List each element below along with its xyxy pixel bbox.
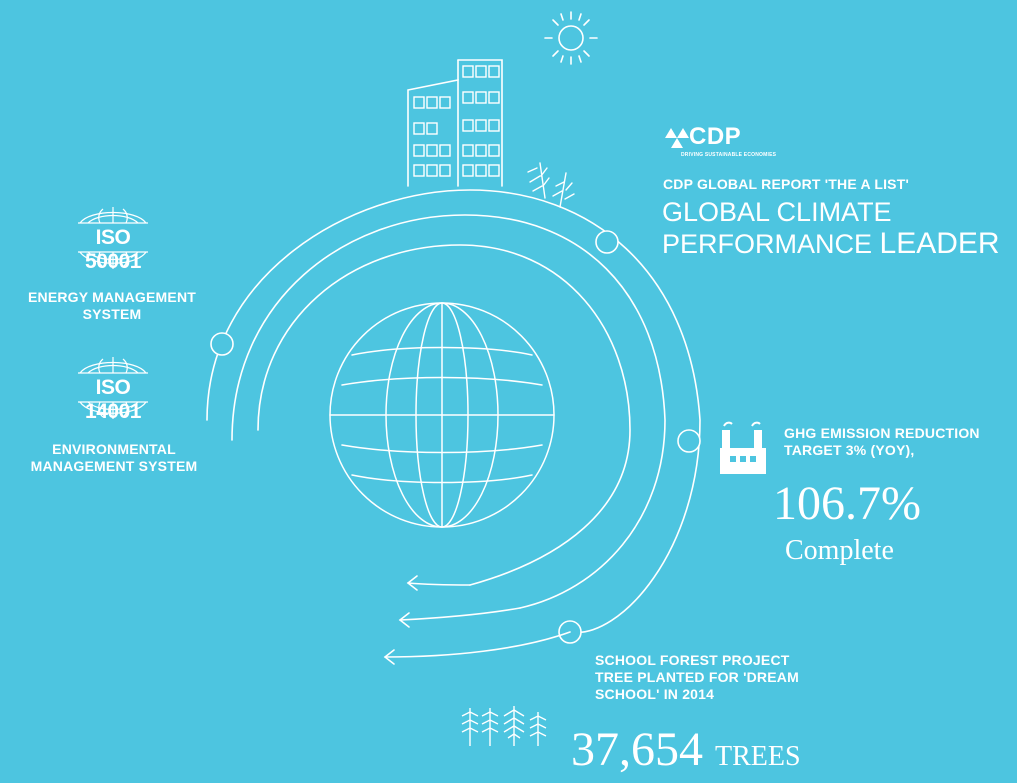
tree-icon-3 <box>503 706 525 746</box>
trees-icon <box>460 704 560 753</box>
iso-14001-badge: ISO 14001 <box>68 355 158 425</box>
forest-label-line2: TREE PLANTED FOR 'DREAM <box>595 669 799 685</box>
iso-14001-caption-line1: ENVIRONMENTAL <box>52 441 176 457</box>
cdp-report-label: CDP GLOBAL REPORT 'THE A LIST' <box>663 176 910 192</box>
cdp-logo-text: CDP <box>689 123 742 150</box>
cdp-headline-word-leader: LEADER <box>879 227 1000 260</box>
ghg-value: 106.7% <box>773 477 921 530</box>
globe-mark-icon <box>78 357 148 419</box>
iso-50001-badge: ISO 50001 <box>68 205 158 275</box>
cdp-headline-word-performance: PERFORMANCE <box>662 229 873 259</box>
ghg-label: GHG EMISSION REDUCTION TARGET 3% (YOY), <box>784 425 980 459</box>
building-icon <box>407 59 503 187</box>
globe-mark-icon <box>78 207 148 269</box>
forest-count: 37,654 TREES <box>571 724 801 783</box>
cdp-headline: GLOBAL CLIMATE PERFORMANCE LEADER <box>662 196 1000 260</box>
iso-50001-label: ISO 50001 <box>85 226 141 273</box>
iso-14001-caption: ENVIRONMENTAL MANAGEMENT SYSTEM <box>0 441 228 475</box>
ghg-label-line1: GHG EMISSION REDUCTION <box>784 425 980 441</box>
forest-label: SCHOOL FOREST PROJECT TREE PLANTED FOR '… <box>595 652 799 703</box>
cdp-logo-icon <box>665 128 689 148</box>
iso-14001-caption-line2: MANAGEMENT SYSTEM <box>30 458 198 474</box>
globe-icon <box>329 302 555 528</box>
forest-label-line3: SCHOOL' IN 2014 <box>595 686 715 702</box>
ghg-label-line2: TARGET 3% (YOY), <box>784 442 915 458</box>
factory-icon <box>716 420 770 481</box>
tree-icon <box>527 162 575 208</box>
tree-icon-4 <box>529 712 547 746</box>
orbit-arcs <box>206 189 701 665</box>
iso-14001-label: ISO 14001 <box>85 376 141 423</box>
tree-icon-2 <box>481 708 499 746</box>
sun-icon <box>544 11 598 65</box>
cdp-headline-line1: GLOBAL CLIMATE <box>662 197 892 227</box>
forest-count-unit: TREES <box>715 741 801 772</box>
tree-icon-1 <box>461 708 479 746</box>
forest-count-value: 37,654 <box>571 723 703 776</box>
iso-50001-caption: ENERGY MANAGEMENT SYSTEM <box>0 289 224 323</box>
cdp-logo: CDP DRIVING SUSTAINABLE ECONOMIES <box>663 124 813 160</box>
forest-label-line1: SCHOOL FOREST PROJECT <box>595 652 790 668</box>
ghg-value-caption: Complete <box>785 535 894 566</box>
cdp-headline-line2: PERFORMANCE LEADER <box>662 228 1000 260</box>
iso-50001-caption-line2: SYSTEM <box>82 306 142 322</box>
iso-50001-caption-line1: ENERGY MANAGEMENT <box>27 289 197 305</box>
cdp-logo-tagline: DRIVING SUSTAINABLE ECONOMIES <box>681 152 777 158</box>
